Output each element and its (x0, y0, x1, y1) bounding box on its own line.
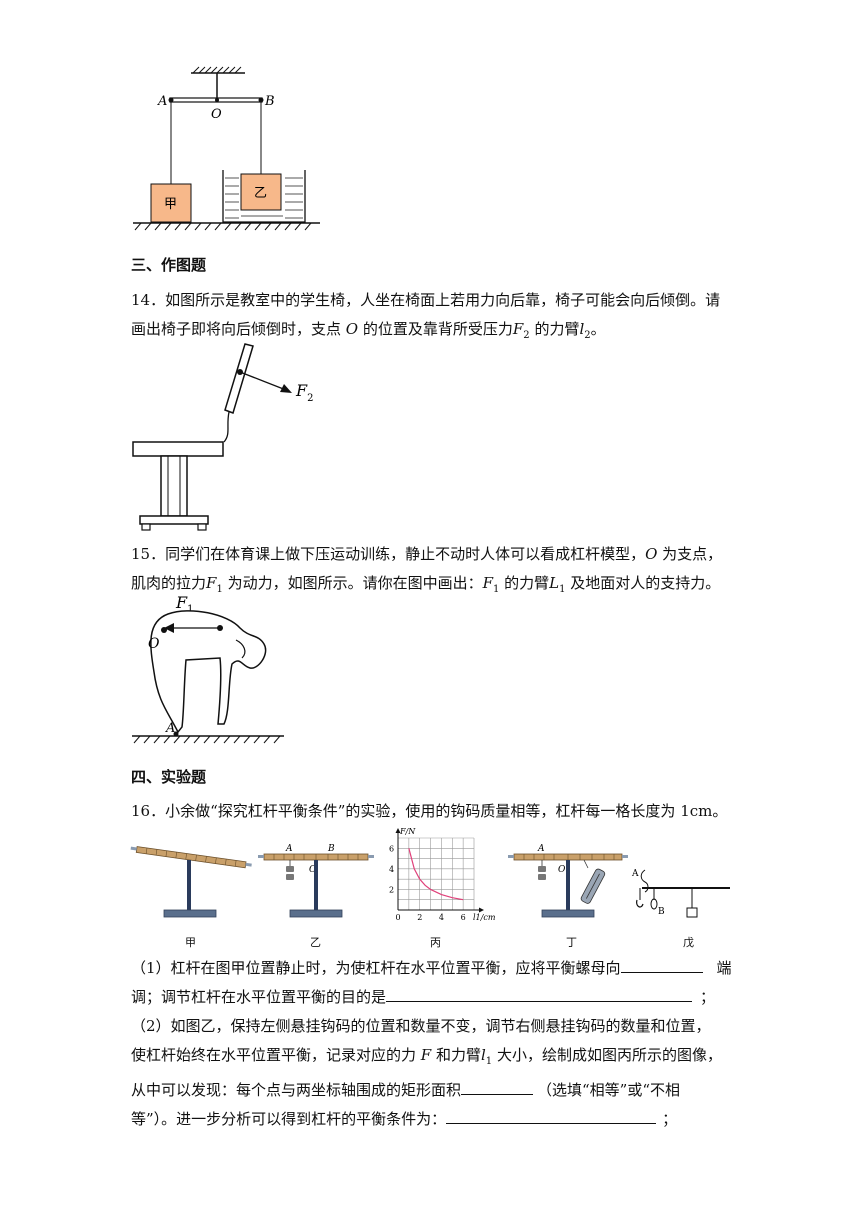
chart-y-tick-label: 6 (389, 844, 394, 853)
chart-y-axis-label: F/N (399, 827, 416, 836)
fig13-label-b: B (264, 94, 275, 109)
chart-x-axis-label: l1/cm (473, 913, 496, 922)
q16-p1-line1: （1）杠杆在图甲位置静止时，为使杠杆在水平位置平衡，应将平衡螺母向端 (131, 954, 791, 983)
fig13-block-yi: 乙 (254, 186, 267, 201)
q16-part2: （2）如图乙，保持左侧悬挂钩码的位置和数量不变，调节右侧悬挂钩码的数量和位置， … (131, 1012, 791, 1134)
chart-series-line (408, 848, 464, 901)
figure-13-lever: A B O 甲 乙 (133, 66, 320, 231)
fig13-block-jia: 甲 (164, 197, 177, 212)
q16-intro: 16．小余做“探究杠杆平衡条件”的实验，使用的钩码质量相等，杠杆每一格长度为 1… (131, 802, 728, 820)
answer-blank-3[interactable] (461, 1078, 534, 1095)
q15-line1: 15．同学们在体育课上做下压运动训练，静止不动时人体可以看成杠杆模型，O 为支点… (131, 545, 723, 563)
fig16-yi-label-a: A (285, 844, 293, 854)
fig16-wu-label-a: A (631, 869, 639, 879)
caption-bing: 丙 (430, 936, 441, 949)
q16-p2-line1: （2）如图乙，保持左侧悬挂钩码的位置和数量不变，调节右侧悬挂钩码的数量和位置， (131, 1017, 711, 1035)
fig16-ding-label-o: O (558, 865, 566, 875)
answer-blank-4[interactable] (446, 1107, 657, 1124)
fig16-ding-label-a: A (537, 844, 545, 854)
fig15-label-o: O (148, 636, 160, 652)
chart-x-tick-label: 6 (461, 913, 466, 922)
figure-16-wu: A B (631, 869, 730, 918)
q16-p2-line3: 从中可以发现：每个点与两坐标轴围成的矩形面积（选填“相等”或“不相 (131, 1076, 791, 1105)
caption-jia: 甲 (185, 936, 196, 949)
figure-16-bing-chart: 0 2 4 6 2 4 6 F/N l1/cm (389, 827, 496, 922)
chart-x-tick-label: 0 (396, 913, 401, 922)
chart-x-arrow (479, 907, 484, 913)
fig13-label-o: O (211, 107, 222, 122)
figure-14-chair: F2 (132, 343, 313, 531)
fig16-yi-label-o: O (309, 865, 317, 875)
answer-blank-1[interactable] (620, 956, 703, 973)
section-title-3: 三、作图题 (131, 256, 207, 274)
fig15-label-a: A (165, 721, 175, 736)
caption-yi: 乙 (310, 936, 321, 949)
question-15: 15．同学们在体育课上做下压运动训练，静止不动时人体可以看成杠杆模型，O 为支点… (131, 540, 771, 604)
q16-p1-line2: 调；调节杠杆在水平位置平衡的目的是； (131, 983, 791, 1012)
chart-x-tick-label: 4 (439, 913, 444, 922)
fig16-wu-label-b: B (658, 907, 665, 917)
chart-y-arrow (395, 828, 401, 833)
q14-line2: 画出椅子即将向后倾倒时，支点 O 的位置及靠背所受压力F2 的力臂l2。 (131, 320, 606, 341)
chart-y-tick-label: 2 (389, 885, 394, 894)
answer-blank-2[interactable] (386, 985, 693, 1002)
fig13-label-a: A (157, 94, 167, 109)
q15-line2: 肌肉的拉力F1 为动力，如图所示。请你在图中画出：F1 的力臂L1 及地面对人的… (131, 574, 721, 595)
q16-part1: （1）杠杆在图甲位置静止时，为使杠杆在水平位置平衡，应将平衡螺母向端 调；调节杠… (131, 954, 791, 1012)
figure-15-person: F1 O A (132, 593, 284, 744)
fig16-yi-label-b: B (327, 844, 335, 854)
figure-16-yi: A B O (258, 844, 374, 918)
chart-x-tick-label: 2 (417, 913, 422, 922)
q14-line1: 14．如图所示是教室中的学生椅，人坐在椅面上若用力向后靠，椅子可能会向后倾倒。请 (131, 291, 721, 309)
caption-wu: 戊 (683, 936, 694, 949)
fig15-force-label: F1 (175, 593, 193, 615)
section-title-4: 四、实验题 (131, 768, 207, 786)
chart-y-tick-label: 4 (389, 865, 394, 874)
q16-p2-line2: 使杠杆始终在水平位置平衡，记录对应的力 F 和力臂l1 大小，绘制成如图丙所示的… (131, 1046, 722, 1067)
figure-16-ding: A O (508, 844, 628, 918)
fig14-force-label: F2 (295, 381, 313, 404)
question-14: 14．如图所示是教室中的学生椅，人坐在椅面上若用力向后靠，椅子可能会向后倾倒。请… (131, 286, 771, 350)
caption-ding: 丁 (566, 936, 577, 949)
figure-16-jia (130, 846, 252, 918)
q16-p2-line4: 等”）。进一步分析可以得到杠杆的平衡条件为：； (131, 1105, 791, 1134)
